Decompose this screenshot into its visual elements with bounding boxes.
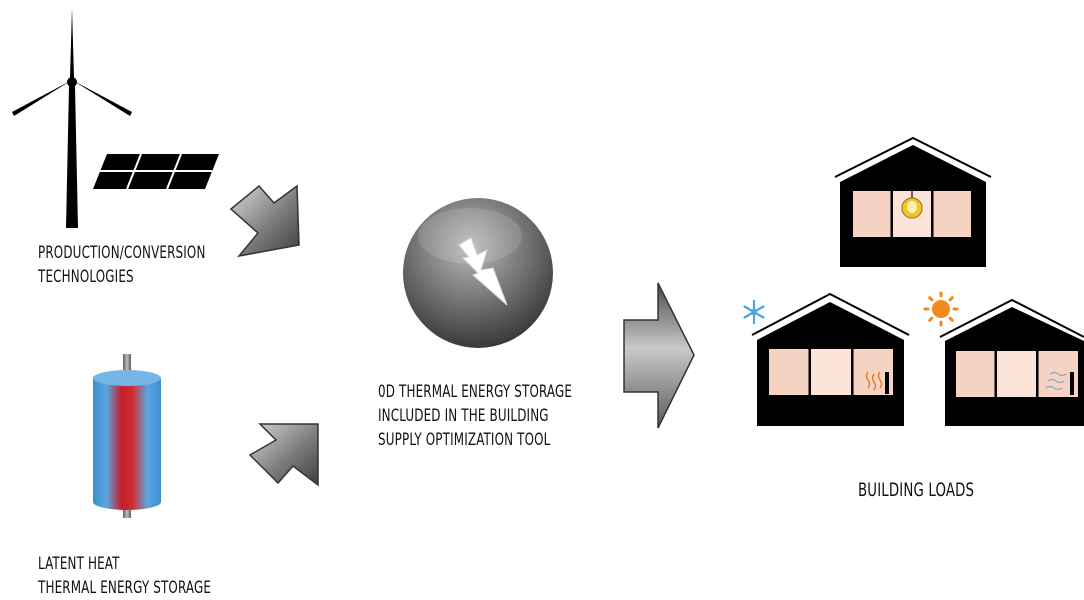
building-loads-text: BUILDING LOADS	[858, 478, 974, 502]
solar-panel-icon	[93, 154, 219, 189]
production-label-line2: TECHNOLOGIES	[38, 265, 206, 289]
latent-label: LATENT HEAT THERMAL ENERGY STORAGE	[38, 552, 211, 600]
snowflake-icon	[745, 301, 764, 323]
tool-label-line2: INCLUDED IN THE BUILDING	[378, 404, 572, 428]
house-icon	[835, 138, 991, 267]
tool-label-line1: 0D THERMAL ENERGY STORAGE	[378, 380, 572, 404]
house-icon	[940, 300, 1084, 426]
wind-turbine-icon	[12, 8, 132, 228]
house-icon	[752, 294, 909, 426]
arrow-icon	[250, 424, 318, 485]
tes-cylinder-icon	[93, 354, 161, 518]
latent-label-line2: THERMAL ENERGY STORAGE	[38, 576, 211, 600]
energy-orb	[403, 198, 553, 348]
arrow-icon	[231, 186, 299, 256]
latent-label-line1: LATENT HEAT	[38, 552, 211, 576]
production-label-line1: PRODUCTION/CONVERSION	[38, 241, 206, 265]
tool-label-line3: SUPPLY OPTIMIZATION TOOL	[378, 428, 572, 452]
building-loads-label: BUILDING LOADS	[858, 478, 974, 502]
production-label: PRODUCTION/CONVERSION TECHNOLOGIES	[38, 241, 206, 289]
sun-icon	[925, 293, 957, 325]
arrow-icon	[624, 283, 694, 428]
tool-label: 0D THERMAL ENERGY STORAGE INCLUDED IN TH…	[378, 380, 572, 452]
